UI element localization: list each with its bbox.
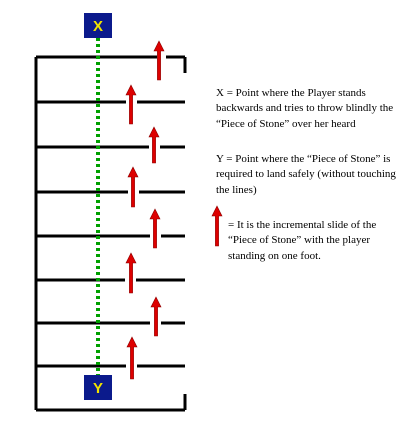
start-marker-label: X (93, 18, 103, 35)
court-grid (34, 55, 187, 412)
red-up-arrow-icon (126, 336, 138, 380)
start-marker-box (84, 13, 112, 38)
legend-end-point-description: Y = Point where the “Piece of Stone” is … (216, 153, 396, 196)
end-marker-box (84, 375, 112, 400)
red-up-arrow-icon (127, 166, 139, 208)
red-up-arrow-icon (148, 126, 160, 164)
red-up-arrow-icon (149, 208, 161, 249)
legend-start-point-description: X = Point where the Player stands backwa… (216, 87, 394, 130)
red-up-arrow-icon (150, 296, 162, 337)
end-marker-label: Y (93, 380, 103, 397)
legend-arrow-description: = It is the incremental slide of the “Pi… (228, 219, 377, 262)
legend-arrow-icon (211, 205, 223, 247)
red-up-arrow-icon (125, 84, 137, 125)
end-marker: Y (84, 375, 112, 400)
start-marker: X (84, 13, 112, 38)
red-up-arrow-icon (125, 252, 137, 294)
red-up-arrow-icon (153, 40, 165, 81)
